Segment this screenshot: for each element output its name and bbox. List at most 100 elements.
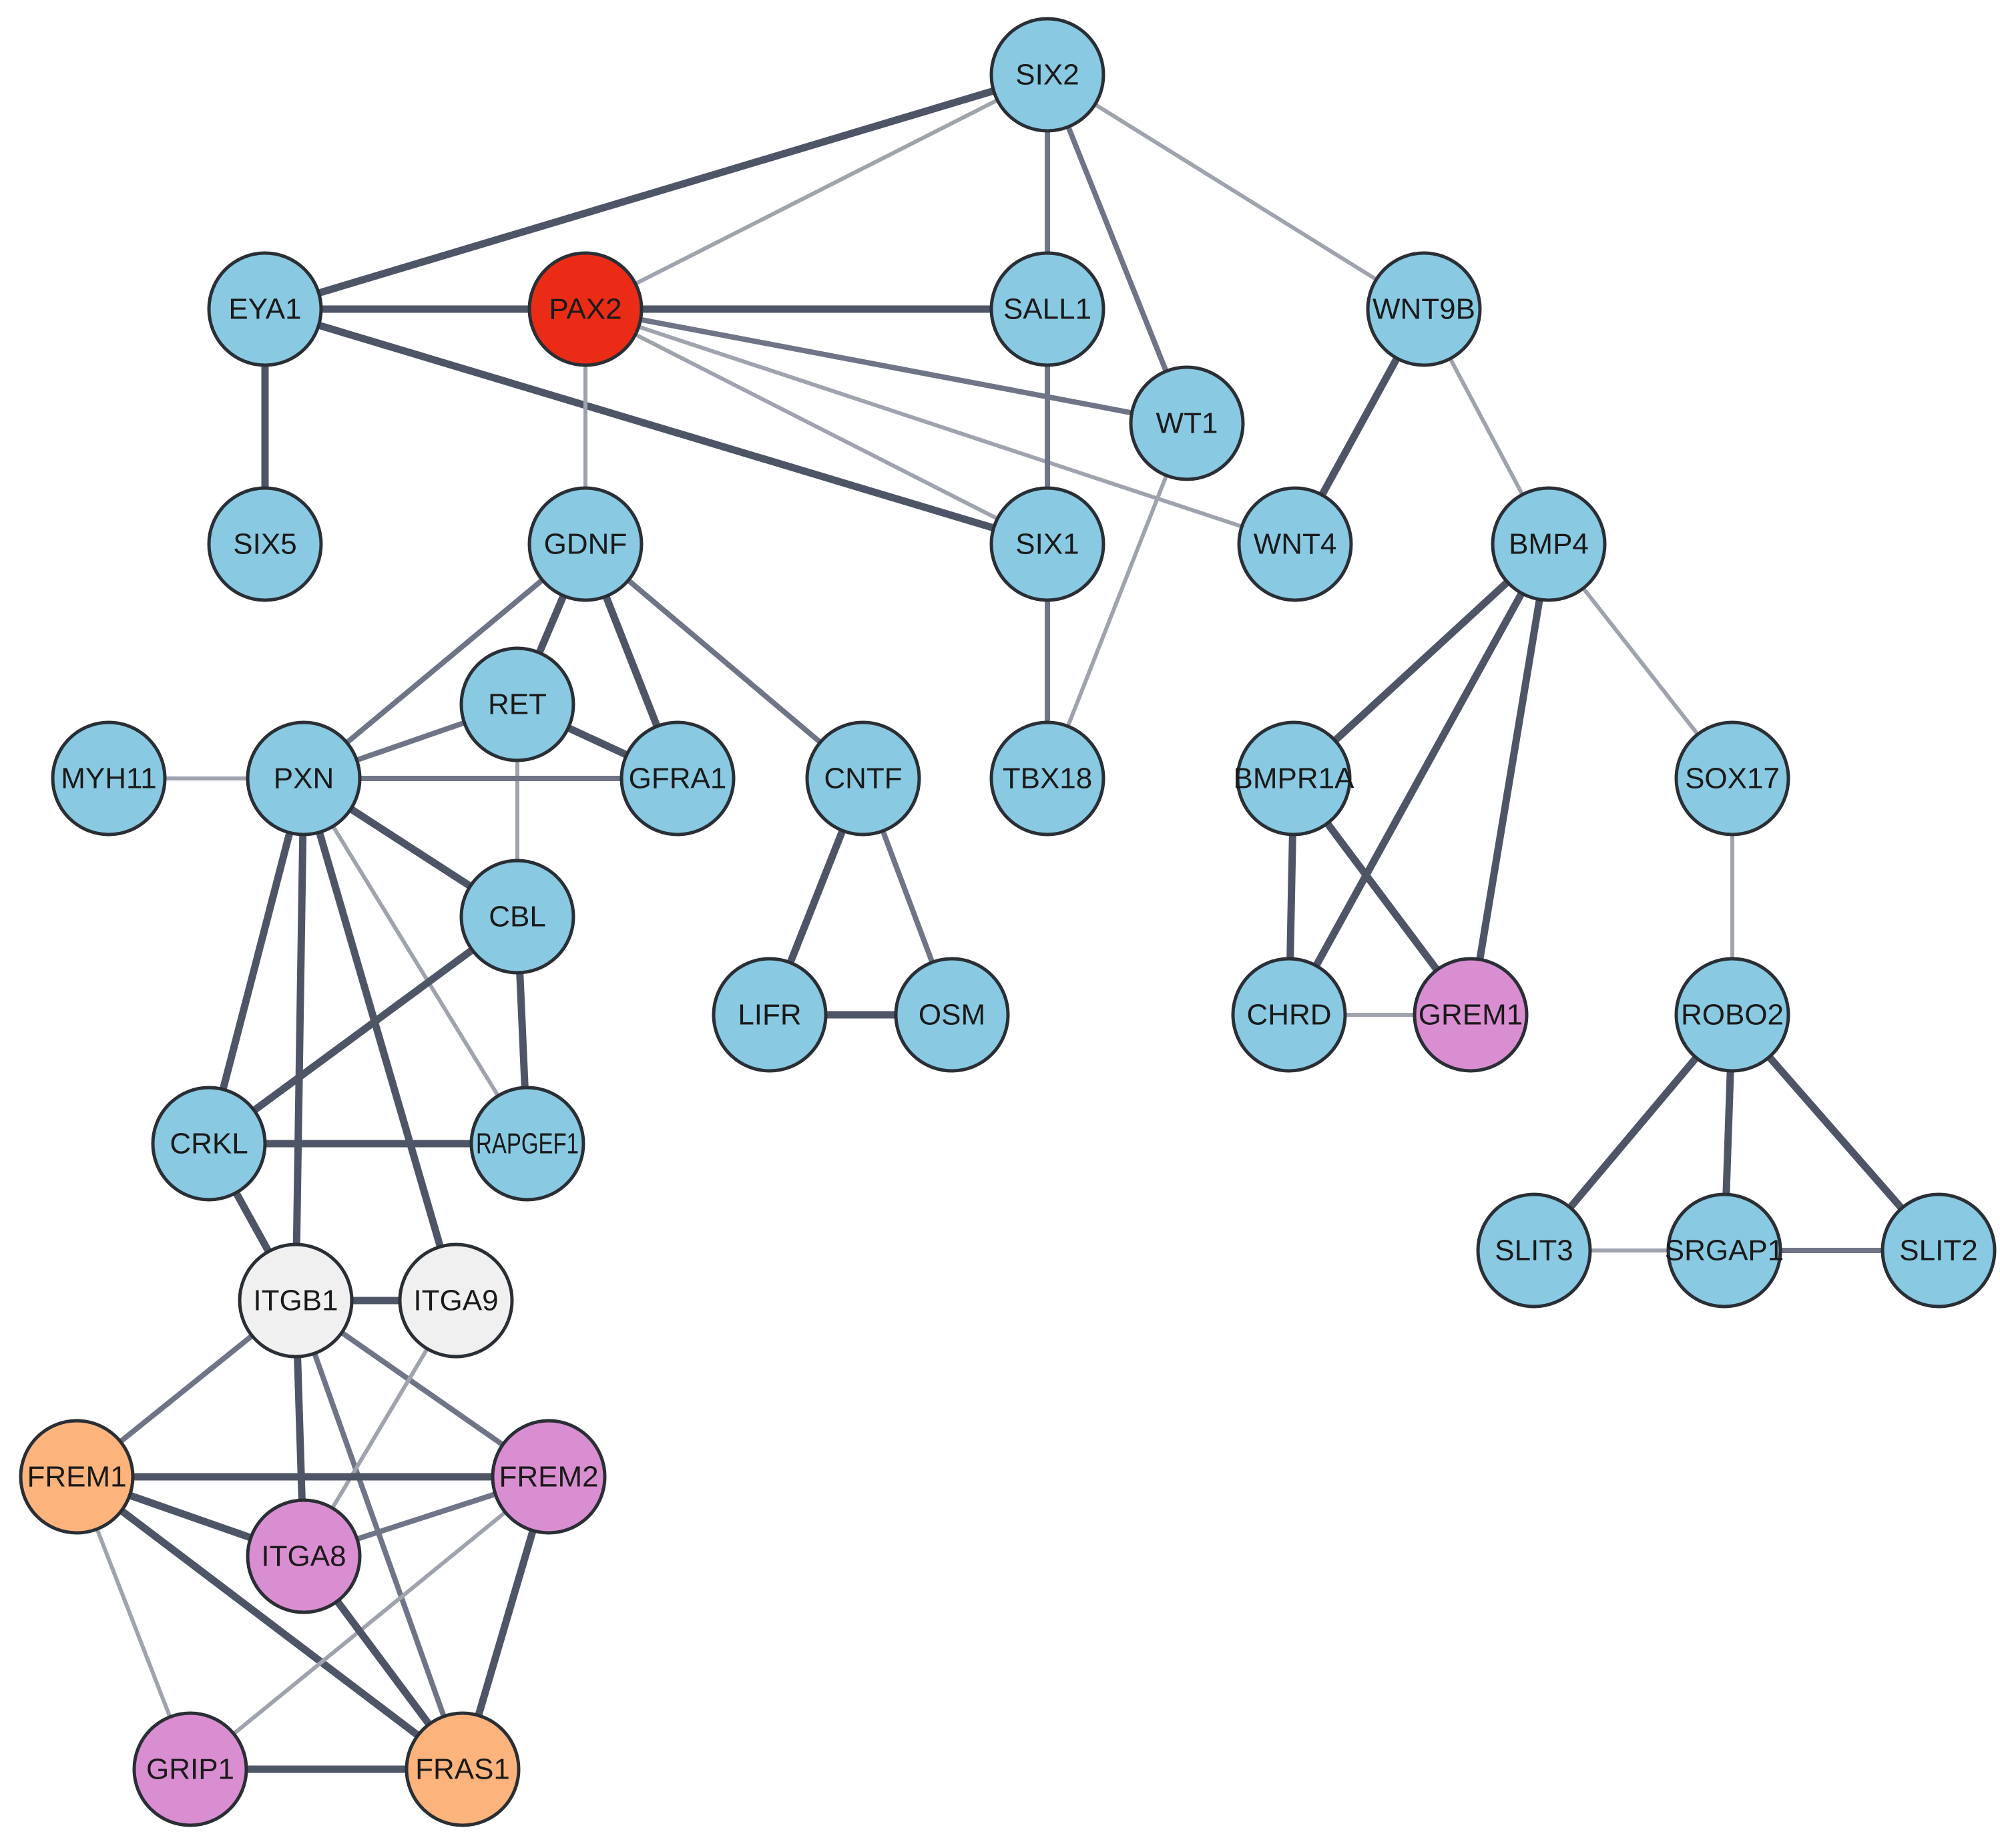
node-circle[interactable] [1674,957,1790,1073]
node-frem2[interactable]: FREM2 [491,1419,607,1535]
node-lifr[interactable]: LIFR [712,957,828,1073]
edge-pax2-six1 [583,307,1049,546]
node-circle[interactable] [1366,251,1482,367]
node-cntf[interactable]: CNTF [805,720,921,837]
node-circle[interactable] [989,720,1105,837]
node-rapgef1[interactable]: RAPGEF1 [469,1086,585,1202]
node-tbx18[interactable]: TBX18 [989,720,1105,837]
node-circle[interactable] [1231,957,1347,1073]
node-circle[interactable] [405,1711,521,1827]
node-circle[interactable] [246,720,362,837]
node-circle[interactable] [238,1242,354,1359]
node-label: GREM1 [1419,999,1523,1031]
node-gdnf[interactable]: GDNF [527,486,644,602]
node-label: CHRD [1246,999,1331,1031]
edge-pxn-crkl [205,774,308,1148]
node-bmpr1a[interactable]: BMPR1A [1234,720,1355,837]
node-eya1[interactable]: EYA1 [207,251,323,367]
node-circle[interactable] [989,251,1105,367]
node-label: LIFR [738,999,801,1031]
edge-gdnf-pxn [301,541,588,781]
node-circle[interactable] [459,859,575,975]
node-six2[interactable]: SIX2 [989,17,1105,133]
node-slit2[interactable]: SLIT2 [1881,1192,1997,1309]
node-label: SIX1 [1015,528,1079,561]
edge-eya1-six1 [261,305,1051,548]
node-six5[interactable]: SIX5 [207,486,323,602]
node-label: ITGA9 [413,1285,498,1317]
node-circle[interactable] [1236,720,1352,837]
node-circle[interactable] [207,251,323,367]
node-wt1[interactable]: WT1 [1129,365,1245,481]
node-circle[interactable] [1237,486,1353,602]
node-circle[interactable] [1129,365,1245,481]
node-label: MYH11 [61,762,156,795]
node-srgap1[interactable]: SRGAP1 [1665,1192,1784,1309]
node-circle[interactable] [1674,720,1790,837]
node-wnt4[interactable]: WNT4 [1237,486,1353,602]
node-label: GRIP1 [146,1753,234,1786]
node-circle[interactable] [712,957,828,1073]
node-circle[interactable] [1881,1192,1997,1309]
node-circle[interactable] [989,486,1105,602]
edge-pax2-wnt4 [583,307,1297,546]
node-crkl[interactable]: CRKL [151,1086,267,1202]
node-label: FREM1 [27,1461,126,1493]
node-itga9[interactable]: ITGA9 [398,1242,514,1359]
node-osm[interactable]: OSM [894,957,1010,1073]
node-six1[interactable]: SIX1 [989,486,1105,602]
node-bmp4[interactable]: BMP4 [1491,486,1607,602]
node-circle[interactable] [894,957,1010,1073]
node-itga8[interactable]: ITGA8 [246,1498,362,1614]
node-circle[interactable] [51,720,167,837]
node-circle[interactable] [19,1419,135,1535]
node-circle[interactable] [491,1419,607,1535]
node-circle[interactable] [151,1086,267,1202]
node-robo2[interactable]: ROBO2 [1674,957,1790,1073]
node-label: WNT4 [1254,528,1337,561]
edge-wt1-tbx18 [1045,421,1189,780]
node-myh11[interactable]: MYH11 [51,720,167,837]
node-circle[interactable] [989,17,1105,133]
node-circle[interactable] [398,1242,514,1359]
node-grip1[interactable]: GRIP1 [132,1711,248,1827]
node-circle[interactable] [207,486,323,602]
node-pax2[interactable]: PAX2 [527,251,644,367]
edge-pxn-itga9 [300,774,460,1305]
node-itgb1[interactable]: ITGB1 [238,1242,354,1359]
node-gfra1[interactable]: GFRA1 [619,720,736,837]
node-sall1[interactable]: SALL1 [989,251,1105,367]
node-circle[interactable] [527,251,644,367]
node-circle[interactable] [1666,1192,1782,1309]
node-sox17[interactable]: SOX17 [1674,720,1790,837]
node-frem1[interactable]: FREM1 [19,1419,135,1535]
node-slit3[interactable]: SLIT3 [1476,1192,1592,1309]
node-label: BMP4 [1509,528,1589,561]
node-wnt9b[interactable]: WNT9B [1366,251,1482,367]
node-circle[interactable] [527,486,644,602]
node-circle[interactable] [1491,486,1607,602]
node-circle[interactable] [132,1711,248,1827]
node-circle[interactable] [459,646,575,762]
node-label: SOX17 [1685,762,1780,795]
node-circle[interactable] [469,1086,585,1202]
node-circle[interactable] [619,720,736,837]
edge-frem1-fras1 [73,1473,467,1773]
node-circle[interactable] [805,720,921,837]
node-circle[interactable] [246,1498,362,1614]
node-chrd[interactable]: CHRD [1231,957,1347,1073]
node-pxn[interactable]: PXN [246,720,362,837]
node-circle[interactable] [1476,1192,1592,1309]
node-circle[interactable] [1413,957,1529,1073]
node-label: CNTF [824,762,902,795]
node-label: CRKL [170,1128,248,1160]
node-fras1[interactable]: FRAS1 [405,1711,521,1827]
node-cbl[interactable]: CBL [459,859,575,975]
node-label: PXN [274,762,334,795]
edge-frem2-grip1 [188,1475,551,1771]
node-label: WNT9B [1372,293,1475,326]
edge-six2-pax2 [583,73,1049,311]
node-grem1[interactable]: GREM1 [1413,957,1529,1073]
node-ret[interactable]: RET [459,646,575,762]
